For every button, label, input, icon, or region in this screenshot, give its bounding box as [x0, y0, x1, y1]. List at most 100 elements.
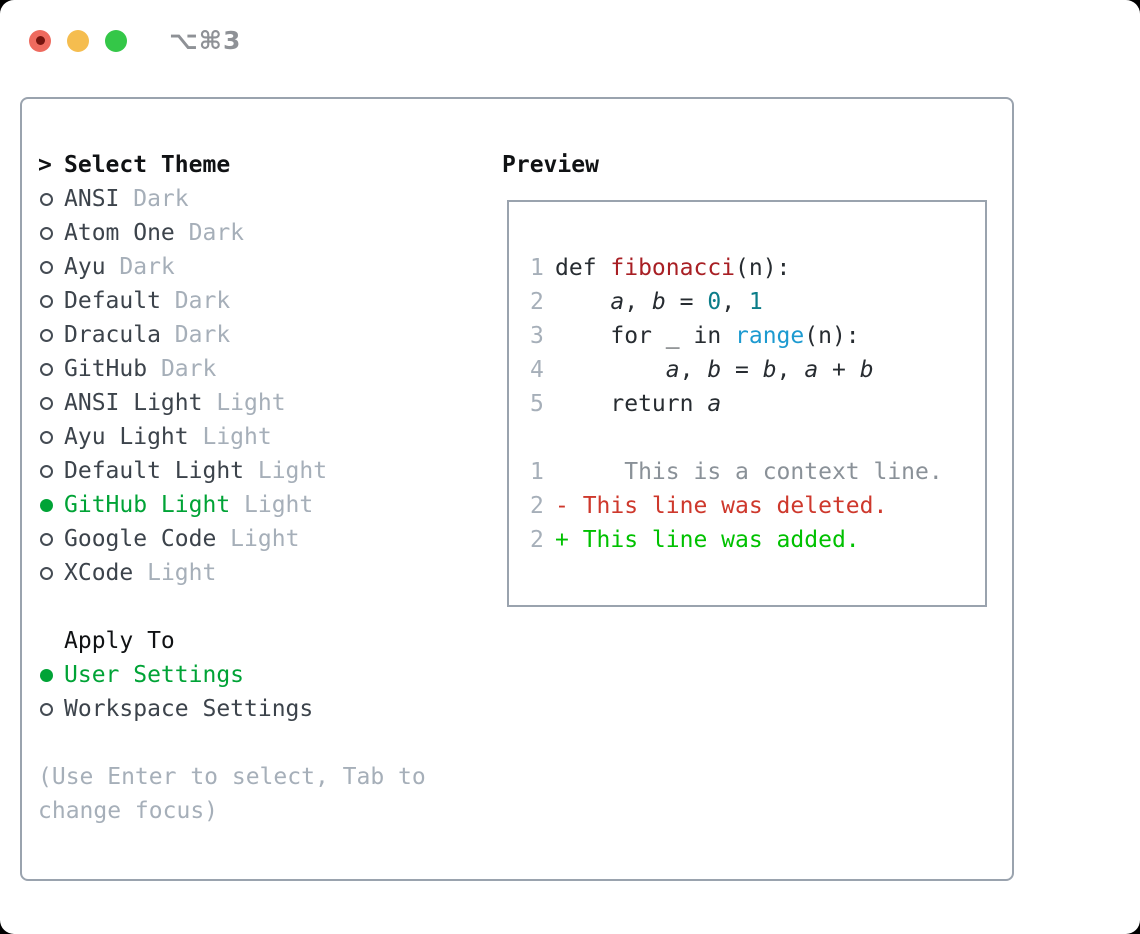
code-token-plain: , — [776, 357, 805, 383]
radio-marker — [38, 668, 64, 682]
radio-marker — [38, 498, 64, 512]
spacer — [38, 590, 426, 624]
theme-option[interactable]: GitHub Dark — [38, 352, 426, 386]
code-token-plain: return — [555, 391, 708, 417]
code-token-plain: = — [721, 357, 763, 383]
radio-selected-icon — [40, 668, 53, 682]
code-line: 2 - This line was deleted. — [530, 489, 985, 523]
code-token-func: fibonacci — [610, 255, 736, 281]
code-line: 5 return a — [530, 387, 985, 421]
maximize-button[interactable] — [105, 29, 127, 52]
radio-marker — [38, 192, 64, 206]
theme-variant-label: Light — [230, 492, 314, 518]
code-token-var: b — [707, 357, 722, 383]
preview-heading: Preview — [502, 152, 599, 178]
line-number: 4 — [530, 357, 544, 383]
theme-variant-label: Light — [133, 560, 217, 586]
code-line: 2 a, b = 0, 1 — [530, 285, 985, 319]
selection-cursor-icon: > — [38, 152, 52, 178]
radio-marker — [38, 260, 64, 274]
radio-marker — [38, 430, 64, 444]
option-label: Google Code — [64, 526, 217, 552]
line-number: 1 — [530, 255, 544, 281]
theme-option[interactable]: ANSI Light Light — [38, 386, 426, 420]
code-token-plain: def — [555, 255, 611, 281]
code-line: 1 This is a context line. — [530, 455, 985, 489]
code-token-plain: , — [721, 289, 749, 315]
apply-to-title: Apply To — [64, 628, 175, 654]
code-token-var: b — [859, 357, 874, 383]
code-line: 4 a, b = b, a + b — [530, 353, 985, 387]
line-number: 1 — [530, 459, 544, 485]
theme-option[interactable]: Default Dark — [38, 284, 426, 318]
theme-option[interactable]: Atom One Dark — [38, 216, 426, 250]
theme-option[interactable]: ANSI Dark — [38, 182, 426, 216]
option-label: GitHub Light — [64, 492, 231, 518]
code-token-del: - This line was deleted. — [555, 493, 888, 519]
theme-option[interactable]: Dracula Dark — [38, 318, 426, 352]
apply-to-option[interactable]: User Settings — [38, 658, 426, 692]
theme-variant-label: Dark — [160, 288, 231, 314]
option-label: Dracula — [64, 322, 161, 348]
apply-to-option[interactable]: Workspace Settings — [38, 692, 426, 726]
code-token-num: 1 — [748, 289, 763, 315]
radio-unselected-icon — [40, 702, 53, 716]
theme-option[interactable]: Default Light Light — [38, 454, 426, 488]
code-token-plain — [555, 289, 610, 315]
radio-unselected-icon — [40, 226, 53, 240]
line-number: 2 — [530, 527, 544, 553]
code-token-plain: (n): — [804, 323, 860, 349]
radio-marker — [38, 464, 64, 478]
radio-unselected-icon — [40, 328, 53, 342]
radio-unselected-icon — [40, 532, 53, 546]
line-number: 2 — [530, 493, 544, 519]
radio-unselected-icon — [40, 192, 53, 206]
code-token-plain: = — [665, 289, 708, 315]
theme-variant-label: Light — [188, 424, 272, 450]
code-token-plain: for _ in — [555, 323, 736, 349]
theme-option[interactable]: XCode Light — [38, 556, 426, 590]
line-number: 3 — [530, 323, 544, 349]
theme-option[interactable]: Ayu Dark — [38, 250, 426, 284]
radio-marker — [38, 294, 64, 308]
close-button[interactable] — [29, 29, 51, 52]
code-token-var: a — [804, 357, 819, 383]
option-label: Atom One — [64, 220, 175, 246]
radio-unselected-icon — [40, 464, 53, 478]
code-token-ctx: This is a context line. — [555, 459, 943, 485]
radio-marker — [38, 362, 64, 376]
code-token-add: + This line was added. — [555, 527, 860, 553]
code-token-plain: (n): — [735, 255, 791, 281]
code-line: 3 for _ in range(n): — [530, 319, 985, 353]
radio-unselected-icon — [40, 362, 53, 376]
close-button-dot-icon — [35, 36, 45, 45]
code-token-plain: , — [624, 289, 652, 315]
theme-variant-label: Dark — [119, 186, 189, 212]
code-token-var: a — [665, 357, 680, 383]
theme-option[interactable]: GitHub Light Light — [38, 488, 426, 522]
code-token-plain: + — [818, 357, 860, 383]
option-label: User Settings — [64, 662, 245, 688]
radio-unselected-icon — [40, 566, 53, 580]
theme-option[interactable]: Ayu Light Light — [38, 420, 426, 454]
minimize-button[interactable] — [67, 29, 89, 52]
theme-variant-label: Dark — [174, 220, 245, 246]
spacer — [38, 726, 426, 760]
radio-unselected-icon — [40, 294, 53, 308]
theme-variant-label: Dark — [147, 356, 217, 382]
option-label: GitHub — [64, 356, 148, 382]
window-shortcut-label: ⌥⌘3 — [169, 26, 242, 55]
option-label: Default — [64, 288, 161, 314]
radio-marker — [38, 328, 64, 342]
theme-option[interactable]: Google Code Light — [38, 522, 426, 556]
code-token-var: a — [707, 391, 722, 417]
code-line — [530, 421, 985, 455]
radio-marker — [38, 226, 64, 240]
option-label: Default Light — [64, 458, 245, 484]
option-label: ANSI Light — [64, 390, 203, 416]
radio-selected-icon — [40, 498, 53, 512]
